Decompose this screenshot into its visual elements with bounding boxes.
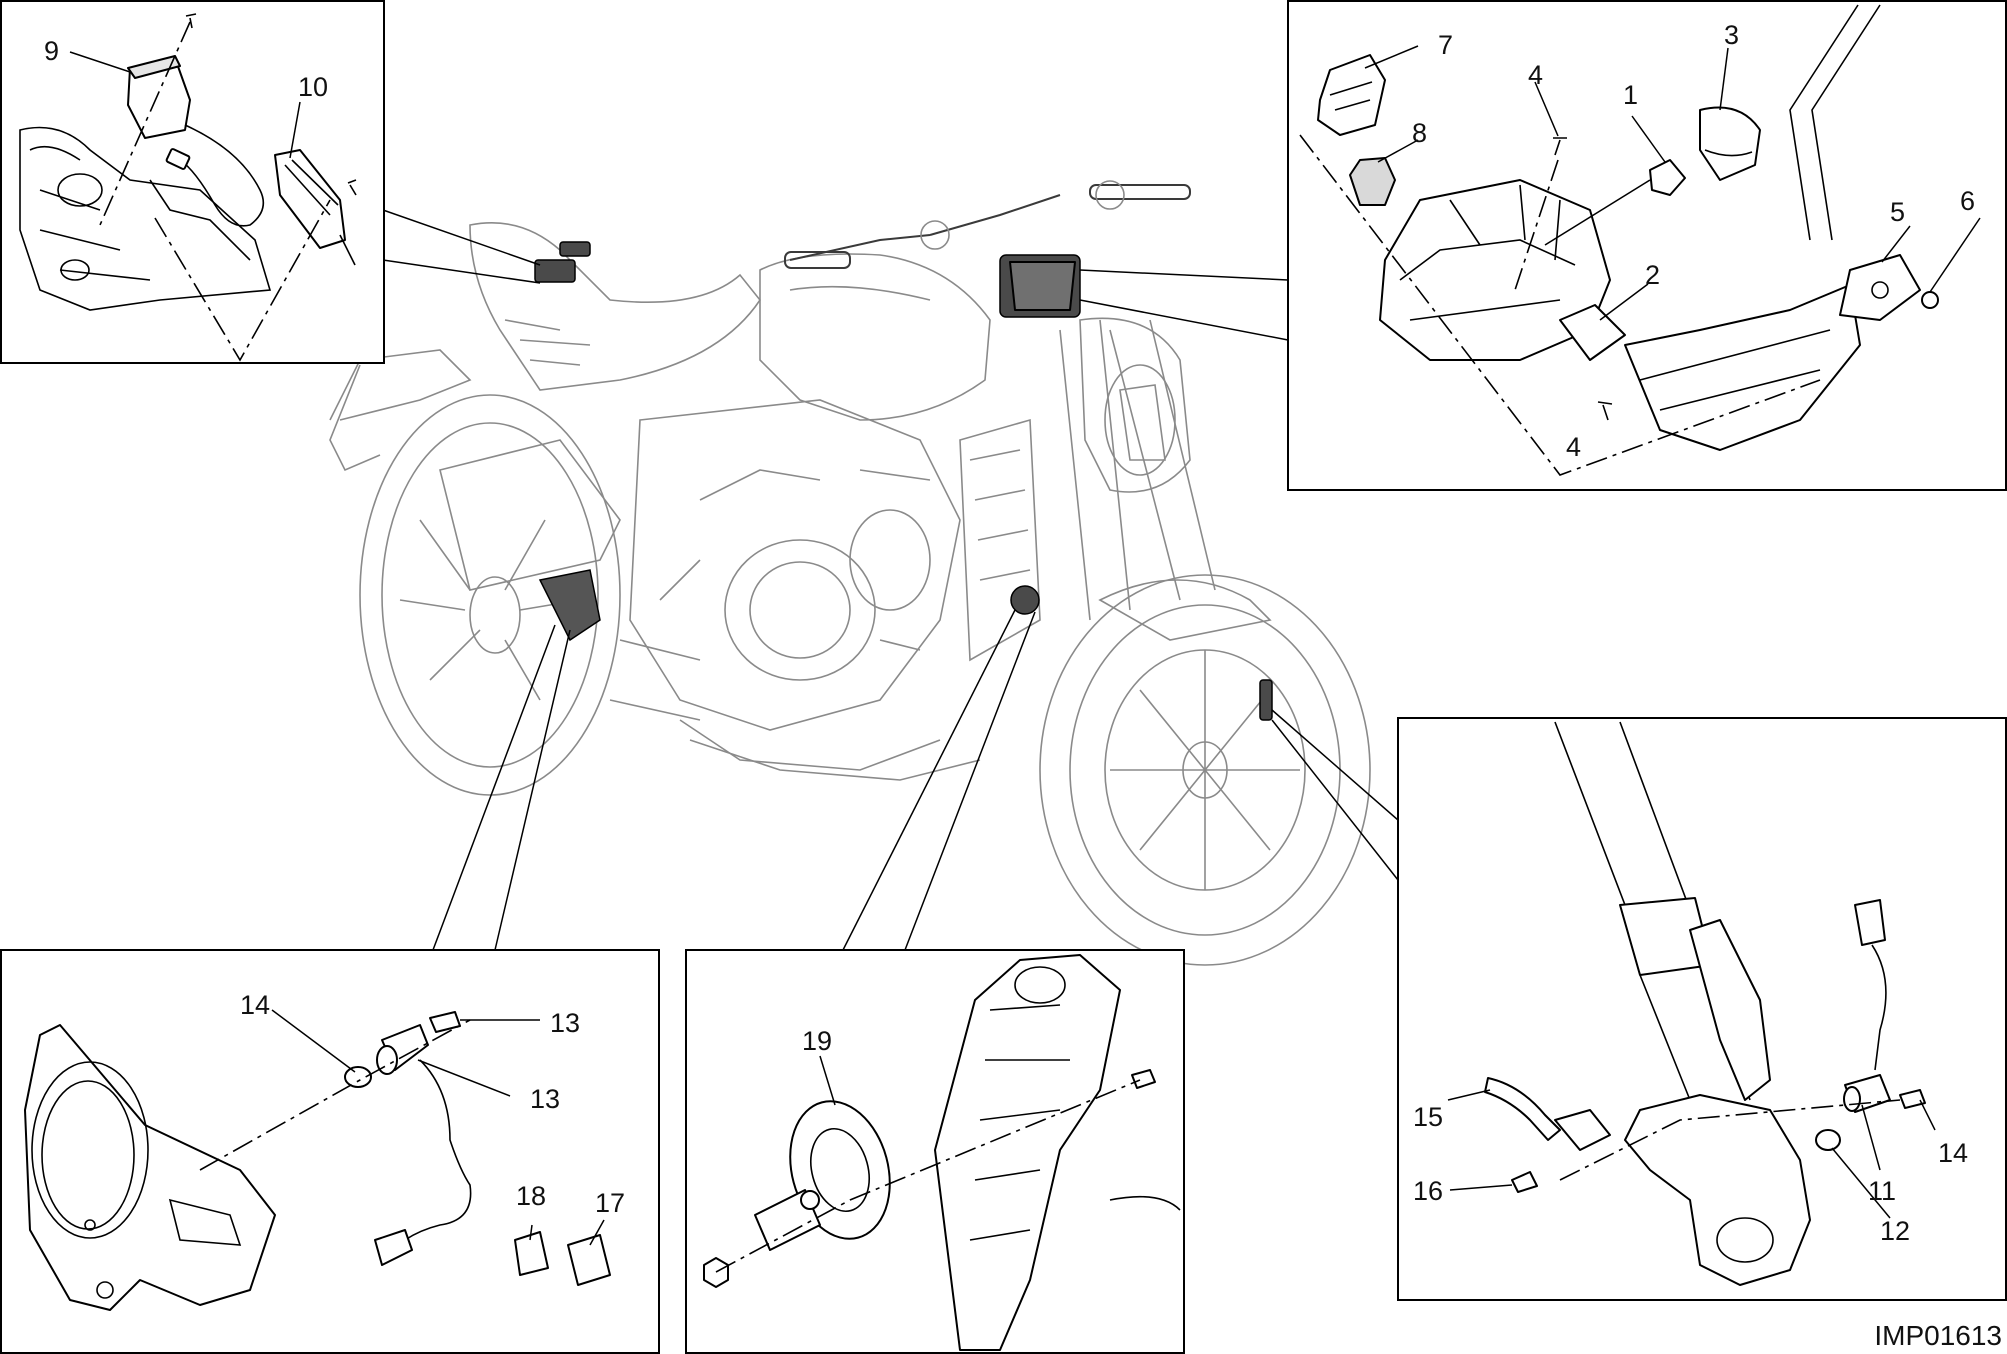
callout-17: 17 (595, 1188, 625, 1218)
callout-15: 15 (1413, 1102, 1443, 1132)
callout-16: 16 (1413, 1176, 1443, 1206)
callout-9: 9 (44, 36, 59, 66)
callout-12: 13 (530, 1084, 560, 1114)
motorcycle-illustration (329, 180, 1371, 966)
callout-4-bottom: 4 (1566, 432, 1581, 462)
detail-box-front-sensor (1397, 717, 2007, 1301)
callout-6: 6 (1960, 186, 1975, 216)
callout-14-right: 12 (1880, 1216, 1910, 1246)
callout-14-left: 14 (240, 990, 270, 1020)
callout-4-top: 4 (1528, 60, 1543, 90)
callout-13-left: 13 (550, 1008, 580, 1038)
callout-11: 11 (1868, 1176, 1896, 1206)
callout-19: 19 (802, 1026, 832, 1056)
callout-labels: 9 10 7 8 4 1 3 2 5 6 4 14 13 13 18 17 19… (44, 20, 1975, 1246)
callout-7: 7 (1438, 30, 1453, 60)
callout-18: 18 (516, 1181, 546, 1211)
detail-connector-lines (382, 209, 1399, 951)
callout-10: 10 (298, 72, 328, 102)
callout-3: 3 (1724, 20, 1739, 50)
callout-2: 2 (1645, 260, 1660, 290)
callout-5: 5 (1890, 197, 1905, 227)
figure-reference-code: IMP01613 (1874, 1320, 2002, 1351)
detail-box-horn (685, 949, 1185, 1354)
callout-13-right: 14 (1938, 1138, 1968, 1168)
detail-box-tail-electronics (0, 0, 385, 364)
detail-box-dashboard (1287, 0, 2007, 491)
detail-box-rear-sensor (0, 949, 660, 1354)
callout-1: 1 (1623, 80, 1638, 110)
callout-8: 8 (1412, 118, 1427, 148)
